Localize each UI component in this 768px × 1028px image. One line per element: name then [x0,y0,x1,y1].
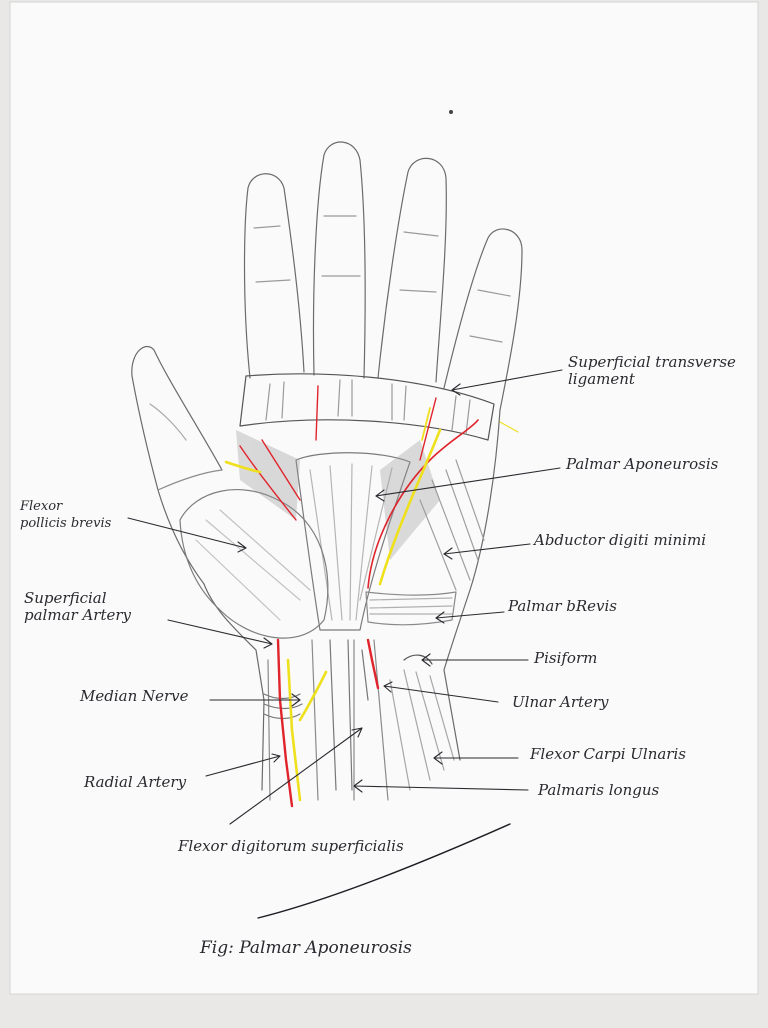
arrow-superficial-palmar [167,619,273,649]
arrow-flexor-digitorum [229,727,363,825]
label-palmar-brevis: Palmar bRevis [508,597,618,615]
underline-stroke [257,823,511,919]
label-flexor-pollicis-brevis: Flexor pollicis brevis [20,498,111,532]
transverse-ligament-band [239,373,495,441]
arrow-transverse-ligament [451,369,563,396]
finger-creases [253,215,511,343]
arrow-median-nerve [209,693,301,707]
arrow-abductor [443,543,531,560]
label-flexor-carpi-ulnaris: Flexor Carpi Ulnaris [530,745,686,763]
median-nerve-branch [298,670,328,722]
ring-finger-outline [377,157,447,383]
thumb-crease [157,469,223,491]
figure-caption: Fig: Palmar Aponeurosis [200,938,412,958]
little-finger-outline [443,228,523,411]
label-pisiform: Pisiform [534,649,598,667]
label-palmar-aponeurosis: Palmar Aponeurosis [566,455,719,473]
palmar-brevis-band [365,591,457,626]
digital-artery-branches [239,385,437,521]
median-nerve [286,658,302,802]
thenar-eminence [179,489,329,639]
arrow-ulnar-artery [383,681,499,703]
palmar-aponeurosis-outline [295,452,411,631]
thenar-fibers [195,509,311,621]
label-text: Superficial transverse [568,353,736,371]
label-superficial-palmar-artery: Superficial palmar Artery [24,590,131,624]
label-flexor-digitorum-superficialis: Flexor digitorum superficialis [178,837,404,855]
label-palmaris-longus: Palmaris longus [538,781,660,799]
arrow-palmar-aponeurosis [375,467,561,502]
label-text: Superficial [24,589,107,607]
arrow-flexor-pollicis [127,517,247,553]
palm-outline-left [203,583,265,791]
index-finger-outline [243,173,305,379]
arrow-palmaris-longus [353,779,529,793]
aponeurosis-fibers [309,463,393,621]
shading-left-palm [236,430,300,520]
palm-outline-right [443,409,501,761]
thumb-outline [131,345,223,585]
arrow-flexor-carpi-ulnaris [433,751,519,765]
ulnar-nerve-top [421,407,431,441]
label-radial-artery: Radial Artery [84,773,187,791]
paper [9,1,759,995]
hypothenar-fibers [419,459,485,591]
arrow-pisiform [421,653,529,667]
flexor-carpi-ulnaris-fibers [389,669,455,791]
flexor-digitorum-tendons [329,639,369,791]
pencil-dot [449,110,453,114]
nerve-stray-mark [499,421,519,433]
label-ulnar-artery: Ulnar Artery [512,693,609,711]
thumb-detail [149,403,187,441]
ulnar-artery [366,638,380,690]
thenar-nerve-branch [224,460,262,474]
label-median-nerve: Median Nerve [80,687,189,705]
label-abductor-digiti-minimi: Abductor digiti minimi [534,531,706,549]
forearm-lines [267,639,389,801]
pisiform-mark [403,654,433,665]
label-text: ligament [568,370,635,388]
ulnar-nerve-digital [378,428,442,586]
superficial-palmar-arch [367,419,479,589]
label-text: pollicis brevis [20,516,112,531]
label-text: Flexor [20,499,63,514]
label-text: palmar Artery [24,606,131,624]
middle-finger-outline [312,141,366,379]
ligament-hatching [265,379,471,435]
radial-artery [276,638,294,808]
arrow-radial-artery [205,753,281,777]
palmar-brevis-lines [369,597,453,615]
label-superficial-transverse-ligament: Superficial transverse ligament [568,354,736,388]
arrow-palmar-brevis [435,611,505,624]
